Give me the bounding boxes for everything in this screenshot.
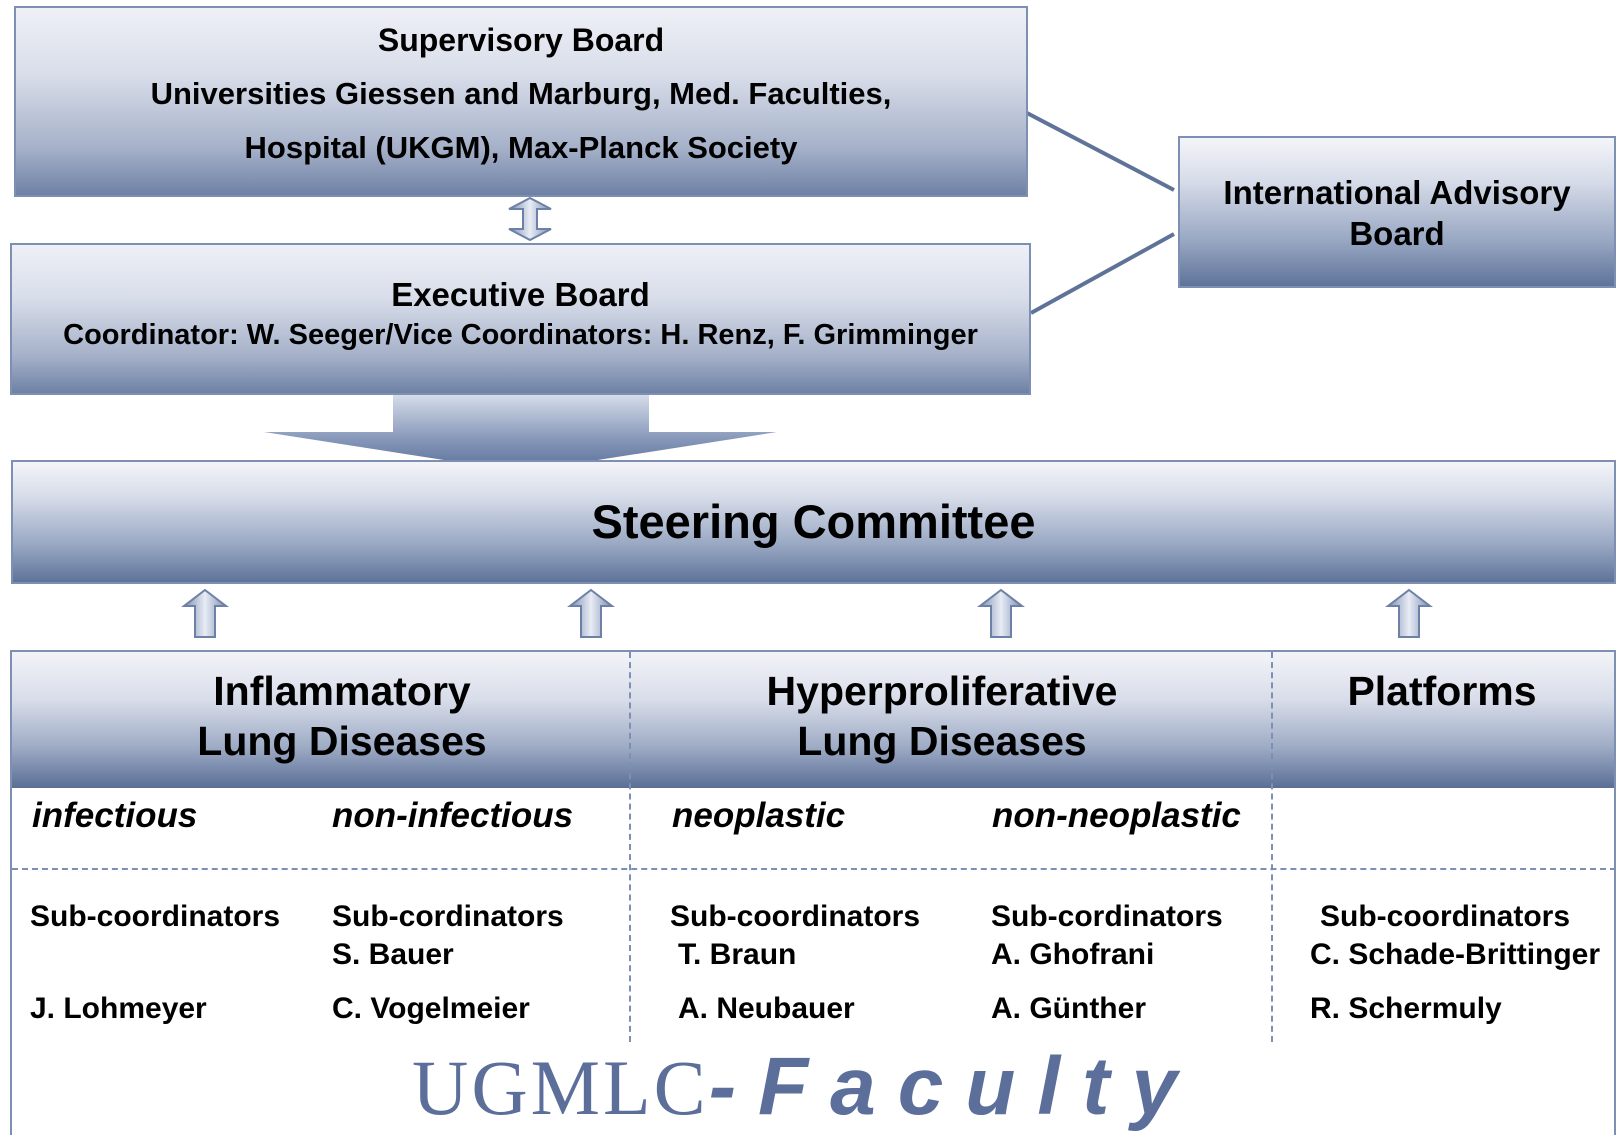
category-platforms: Platforms (1277, 666, 1607, 716)
category-hyperproliferative-line2: Lung Diseases (797, 718, 1087, 764)
category-hyperproliferative: Hyperproliferative Lung Diseases (692, 666, 1192, 766)
advisory-board-line2: Board (1349, 215, 1445, 252)
subcategory-neoplastic: neoplastic (672, 796, 846, 835)
non-infectious-subcoordinator-name: C. Vogelmeier (332, 992, 530, 1025)
executive-board-title: Executive Board (391, 276, 650, 313)
subcategory-non-infectious: non-infectious (332, 796, 574, 835)
logo-part-ugmlc: UGMLC (412, 1044, 709, 1131)
row-divider (12, 868, 1616, 870)
category-platforms-line1: Platforms (1347, 668, 1537, 714)
column-divider (629, 652, 631, 1042)
up-arrow-icon (567, 588, 615, 638)
up-arrow-icon (977, 588, 1025, 638)
double-arrow-icon (508, 196, 552, 242)
column-divider (1271, 652, 1273, 1042)
executive-to-advisory-line (1030, 232, 1175, 315)
non-neoplastic-subcoordinator-name: A. Ghofrani (991, 938, 1155, 971)
advisory-board-line1: International Advisory (1223, 174, 1571, 211)
category-inflammatory-line1: Inflammatory (213, 668, 471, 714)
steering-committee-title: Steering Committee (591, 495, 1036, 548)
international-advisory-board-box: International Advisory Board (1178, 136, 1616, 288)
category-inflammatory-line2: Lung Diseases (197, 718, 487, 764)
platforms-subcoordinator-name: R. Schermuly (1310, 992, 1502, 1025)
executive-board-box: Executive Board Coordinator: W. Seeger/V… (10, 243, 1031, 395)
non-infectious-subcoordinator-name: S. Bauer (332, 938, 454, 971)
steering-committee-box: Steering Committee (11, 460, 1616, 584)
up-arrow-icon (1385, 588, 1433, 638)
up-arrow-icon (181, 588, 229, 638)
non-neoplastic-subcoordinators-heading: Sub-cordinators (991, 900, 1223, 933)
down-arrow-icon (264, 393, 777, 472)
category-inflammatory: Inflammatory Lung Diseases (112, 666, 572, 766)
subcategory-non-neoplastic: non-neoplastic (992, 796, 1241, 835)
categories-header-band (12, 652, 1614, 788)
neoplastic-subcoordinator-name: T. Braun (678, 938, 797, 971)
neoplastic-subcoordinator-name: A. Neubauer (678, 992, 855, 1025)
non-infectious-subcoordinators-heading: Sub-cordinators (332, 900, 564, 933)
logo-part-faculty: -Faculty (708, 1041, 1200, 1132)
supervisory-board-title: Supervisory Board (377, 22, 665, 58)
infectious-subcoordinator-name: J. Lohmeyer (30, 992, 207, 1025)
supervisory-board-box: Supervisory Board Universities Giessen a… (14, 6, 1028, 197)
supervisory-to-advisory-line (1026, 111, 1175, 192)
research-areas-frame: Inflammatory Lung Diseases Hyperprolifer… (10, 650, 1616, 1135)
platforms-subcoordinator-name: C. Schade-Brittinger (1310, 938, 1601, 971)
ugmlc-faculty-logo: UGMLC-Faculty (412, 1040, 1199, 1134)
subcategory-infectious: infectious (32, 796, 198, 835)
supervisory-board-line2: Hospital (UKGM), Max-Planck Society (244, 130, 798, 165)
category-hyperproliferative-line1: Hyperproliferative (766, 668, 1118, 714)
non-neoplastic-subcoordinator-name: A. Günther (991, 992, 1146, 1025)
executive-board-coordinators: Coordinator: W. Seeger/Vice Coordinators… (63, 319, 978, 351)
infectious-subcoordinators-heading: Sub-coordinators (30, 900, 281, 933)
neoplastic-subcoordinators-heading: Sub-coordinators (670, 900, 921, 933)
supervisory-board-line1: Universities Giessen and Marburg, Med. F… (150, 76, 892, 111)
platforms-subcoordinators-heading: Sub-coordinators (1320, 900, 1571, 933)
